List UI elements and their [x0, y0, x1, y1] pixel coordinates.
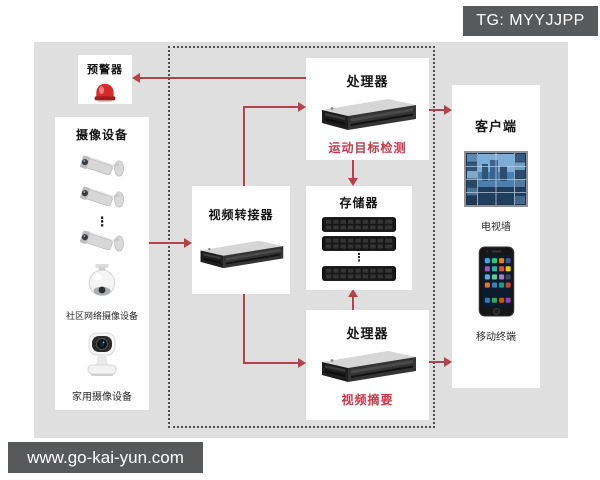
bullet-camera-icon	[78, 155, 126, 182]
client-title: 客户端	[474, 119, 517, 134]
alarm-title: 预警器	[87, 64, 123, 76]
dome-camera-icon	[81, 264, 123, 298]
storage-title: 存储器	[339, 196, 379, 210]
arrowhead-right-icon	[298, 358, 306, 368]
line-adapter-up	[243, 106, 245, 186]
tg-badge: TG: MYYJJPP	[463, 6, 598, 36]
motion-detection-tag: 运动目标检测	[328, 141, 407, 155]
rack-server-icon	[197, 237, 285, 271]
arrowhead-right-icon	[444, 105, 452, 115]
watermark-url: www.go-kai-yun.com	[8, 442, 203, 473]
processor-bottom-node: 处理器 视频摘要	[306, 310, 429, 420]
camera-ellipsis: ⋮	[95, 214, 109, 229]
home-camera-label: 家用摄像设备	[72, 392, 132, 403]
processor-bottom-title: 处理器	[346, 326, 389, 341]
storage-array-icon	[322, 217, 396, 232]
arrow-processor-bottom-to-storage	[352, 297, 354, 311]
rack-server-icon	[318, 347, 418, 385]
camera-equipment-node: 摄像设备 ⋮ 社区网络摄像设备 家用摄像设备	[55, 117, 149, 410]
client-node: 客户端 电视墙 移动终端	[452, 85, 540, 388]
line-adapter-down	[243, 294, 245, 364]
rack-server-icon	[318, 95, 418, 133]
arrowhead-left-icon	[132, 73, 140, 83]
video-adapter-node: 视频转接器	[192, 186, 290, 294]
home-camera-icon	[82, 331, 122, 377]
storage-ellipsis: ⋮	[353, 252, 365, 264]
storage-array-icon	[322, 266, 396, 281]
siren-icon	[92, 80, 118, 103]
mobile-terminal-label: 移动终端	[476, 332, 516, 343]
arrow-processor-top-to-storage	[352, 160, 354, 180]
bullet-camera-icon	[78, 186, 126, 213]
community-camera-label: 社区网络摄像设备	[65, 311, 138, 321]
arrow-processor-bottom-to-client	[429, 361, 445, 363]
processing-boundary-frame	[168, 46, 435, 428]
alarm-node: 预警器	[78, 55, 132, 104]
arrow-adapter-to-processor-top	[243, 106, 299, 108]
storage-node: 存储器 ⋮	[306, 186, 412, 290]
processor-top-title: 处理器	[346, 74, 389, 89]
arrowhead-right-icon	[444, 357, 452, 367]
arrowhead-right-icon	[184, 238, 192, 248]
arrowhead-right-icon	[298, 102, 306, 112]
camera-node-title: 摄像设备	[75, 128, 128, 142]
bullet-camera-icon	[78, 230, 126, 257]
arrowhead-down-icon	[348, 178, 358, 186]
arrow-cameras-to-adapter	[149, 242, 185, 244]
tv-wall-icon	[464, 151, 528, 207]
arrowhead-up-icon	[348, 289, 358, 297]
tv-wall-label: 电视墙	[481, 222, 511, 233]
adapter-title: 视频转接器	[208, 208, 274, 222]
arrow-processor-top-to-client	[429, 109, 445, 111]
arrow-adapter-to-processor-bottom	[243, 362, 299, 364]
arrow-processor-top-to-alarm	[140, 77, 306, 79]
storage-array-icon	[322, 236, 396, 251]
video-summary-tag: 视频摘要	[341, 393, 394, 407]
smartphone-icon	[478, 246, 515, 317]
processor-top-node: 处理器 运动目标检测	[306, 58, 429, 160]
